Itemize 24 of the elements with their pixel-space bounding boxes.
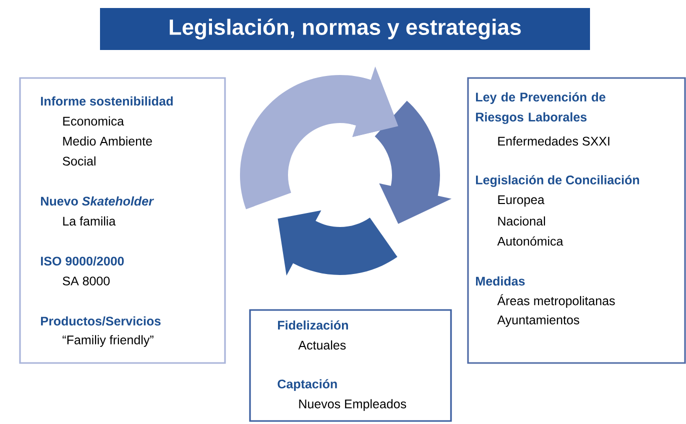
list-item: Europea [498, 195, 544, 207]
list-item: Economica [63, 116, 124, 126]
list-item: Medio Ambiente [63, 136, 152, 146]
heading: ISO 9000/2000 [41, 256, 124, 266]
title-band: Legislación, normas y estrategias [100, 8, 590, 50]
heading: Captación [278, 379, 337, 391]
list-item: SA 8000 [62, 276, 110, 286]
list-item: Nacional [498, 216, 545, 226]
list-item: Social [62, 156, 96, 166]
heading: Nuevo Skateholder [41, 196, 154, 206]
list-item: Enfermedades SXXI [498, 136, 610, 146]
heading: Ley de Prevención de Riesgos Laborales [476, 92, 606, 124]
heading: Productos/Servicios [41, 316, 161, 326]
heading: Informe sostenibilidad [41, 96, 173, 106]
list-item: La familia [63, 216, 116, 226]
heading: Legislación de Conciliación [476, 175, 640, 187]
list-item: Nuevos Empleados [299, 399, 406, 411]
heading: Medidas [476, 276, 525, 286]
list-item: Autonómica [497, 236, 564, 246]
list-item: Ayuntamientos [497, 315, 580, 327]
list-item: Actuales [298, 340, 346, 350]
heading: Fidelización [278, 320, 348, 330]
list-item: Áreas metropolitanas [497, 294, 615, 308]
list-item: “Familiy friendly” [62, 335, 154, 347]
